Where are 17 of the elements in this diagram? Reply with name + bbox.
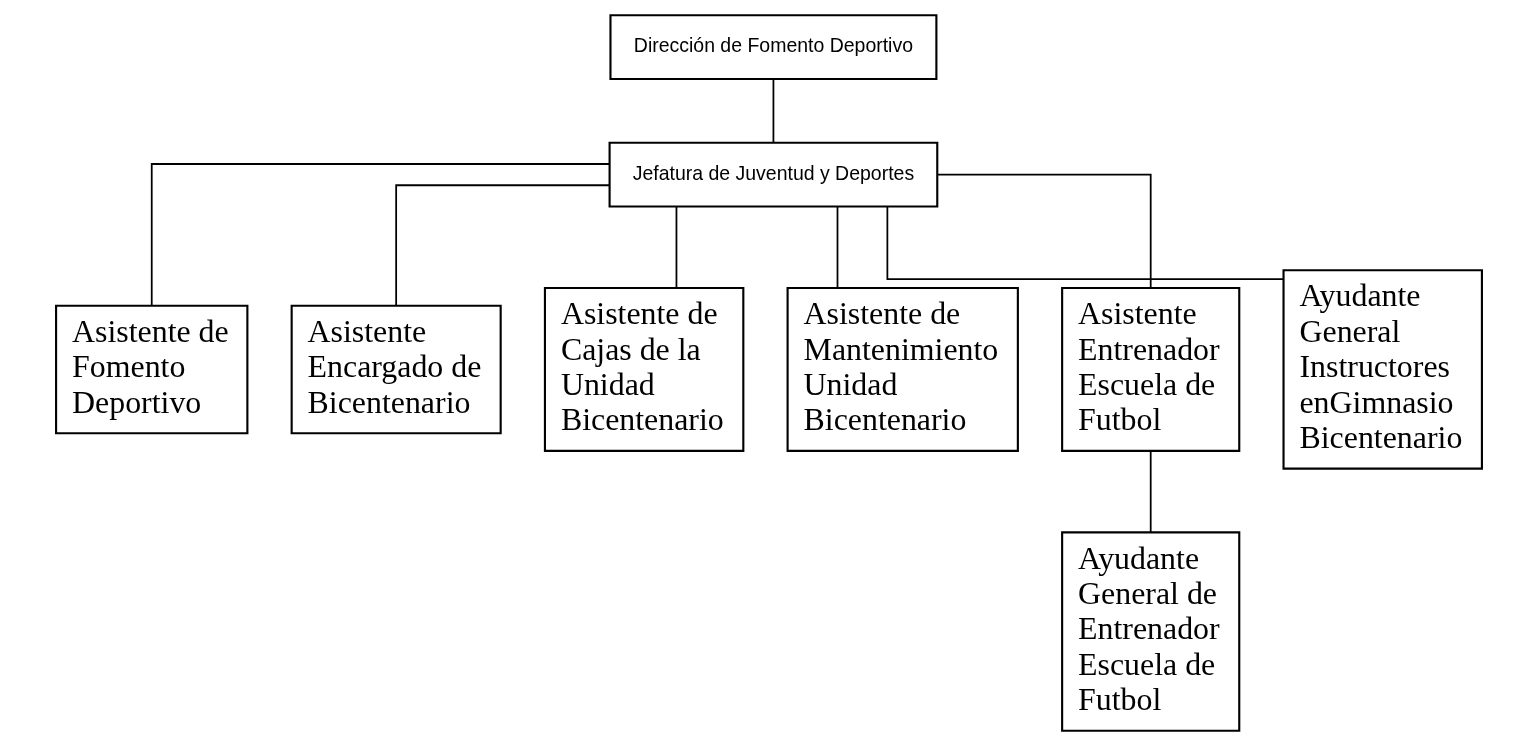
- node-box: Asistente de Cajas de la Unidad Bicentenario: [543, 286, 745, 452]
- node-box: Asistente de Fomento Deportivo: [55, 304, 249, 435]
- connector: [886, 205, 1284, 280]
- node-box: Asistente de Mantenimiento Unidad Bicentenario: [786, 286, 1019, 452]
- node-box: Asistente Encargado de Bicentenario: [290, 304, 502, 435]
- node-box: Jefatura de Juventud y Deportes: [608, 141, 939, 208]
- connector: [836, 205, 839, 289]
- connector: [150, 163, 611, 307]
- node-box: Ayudante General de Entrenador Escuela de Futbol: [1061, 531, 1241, 732]
- connector: [772, 78, 775, 143]
- connector: [675, 205, 678, 289]
- connector: [936, 173, 1152, 289]
- node-box: Ayudante General Instructores enGimnasio Bicentenario: [1282, 269, 1483, 470]
- node-box: Asistente Entrenador Escuela de Futbol: [1061, 286, 1241, 452]
- node-box: Dirección de Fomento Deportivo: [609, 14, 938, 81]
- connector: [1149, 450, 1152, 534]
- connector: [395, 184, 610, 307]
